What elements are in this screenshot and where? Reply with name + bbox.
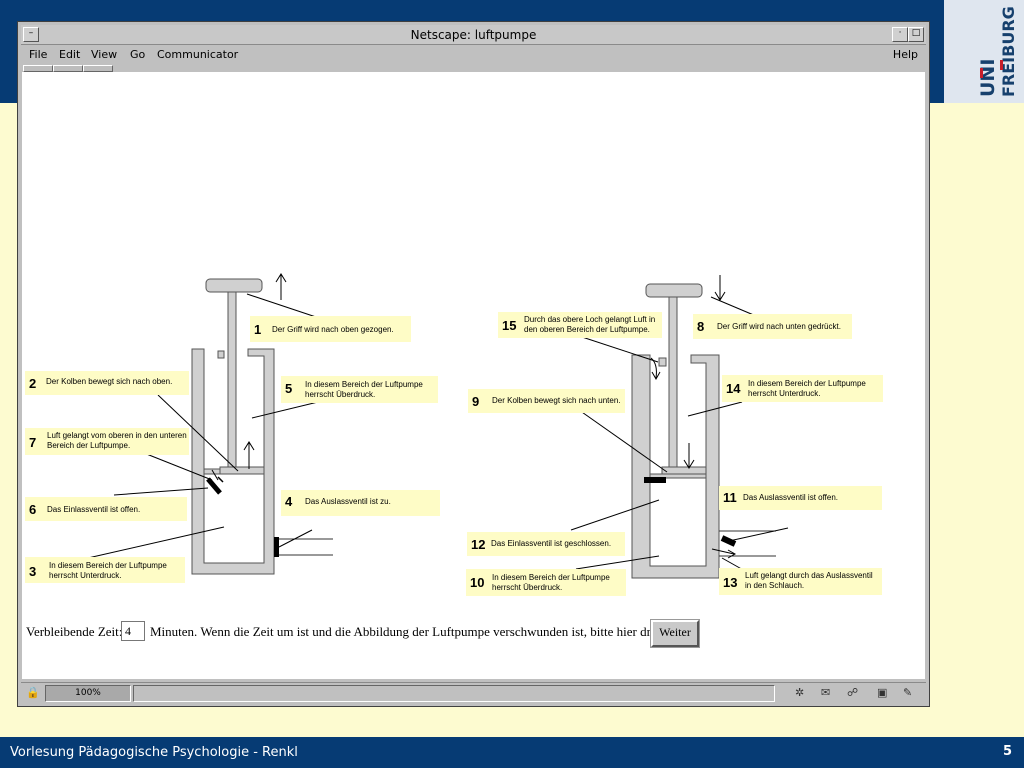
toolbar-handle[interactable]	[23, 65, 53, 72]
navigator-icon[interactable]: ✲	[795, 686, 805, 699]
logo-text-freiburg: FREIBURG	[999, 6, 1018, 97]
label-5: 5 In diesem Bereich der Luftpumpe herrsc…	[281, 376, 438, 403]
status-bar: 🔒 100% ✲ ✉ ☍ ▣ ✎	[21, 682, 926, 703]
slide-footer: Vorlesung Pädagogische Psychologie - Ren…	[0, 737, 1024, 768]
menu-go[interactable]: Go	[130, 48, 146, 61]
browser-window: – Netscape: luftpumpe · □ File Edit View…	[17, 21, 930, 707]
label-1: 1 Der Griff wird nach oben gezogen.	[250, 316, 411, 342]
label-13: 13 Luft gelangt durch das Auslassventil …	[719, 568, 882, 595]
window-titlebar[interactable]: – Netscape: luftpumpe · □	[21, 25, 926, 45]
menu-edit[interactable]: Edit	[59, 48, 81, 61]
weiter-button[interactable]: Weiter	[650, 619, 700, 648]
timer-prefix: Verbleibende Zeit:	[26, 624, 123, 639]
slide-number: 5	[1002, 744, 1012, 759]
toolbar-handles	[21, 65, 117, 72]
minimize-icon[interactable]: ·	[892, 27, 908, 42]
composer-icon[interactable]: ▣	[877, 686, 888, 699]
label-14: 14 In diesem Bereich der Luftpumpe herrs…	[722, 375, 883, 402]
label-3: 3 In diesem Bereich der Luftpumpe herrsc…	[25, 557, 185, 583]
toolbar-handle[interactable]	[53, 65, 83, 72]
label-6: 6 Das Einlassventil ist offen.	[25, 497, 187, 521]
label-2: 2 Der Kolben bewegt sich nach oben.	[25, 371, 189, 395]
discussions-icon[interactable]: ☍	[847, 686, 859, 699]
footer-course-title: Vorlesung Pädagogische Psychologie - Ren…	[10, 745, 298, 760]
remaining-time-field[interactable]	[121, 621, 145, 641]
right-pump	[570, 275, 789, 579]
window-menu-icon[interactable]: –	[23, 27, 39, 42]
left-pump	[87, 273, 333, 575]
menu-file[interactable]: File	[29, 48, 48, 61]
menu-communicator[interactable]: Communicator	[157, 48, 239, 61]
label-9: 9 Der Kolben bewegt sich nach unten.	[468, 389, 625, 413]
toolbar-handle[interactable]	[83, 65, 113, 72]
progress-indicator: 100%	[45, 685, 131, 702]
mail-icon[interactable]: ✉	[821, 686, 831, 699]
pump-diagrams	[87, 273, 789, 579]
maximize-icon[interactable]: □	[908, 27, 924, 42]
label-15: 15 Durch das obere Loch gelangt Luft in …	[498, 312, 662, 338]
label-10: 10 In diesem Bereich der Luftpumpe herrs…	[466, 569, 626, 596]
page-content: 1 Der Griff wird nach oben gezogen. 2 De…	[22, 72, 925, 679]
status-message-area	[133, 685, 775, 702]
label-11: 11 Das Auslassventil ist offen.	[719, 486, 882, 510]
edit-icon[interactable]: ✎	[903, 686, 913, 699]
label-7: 7 Luft gelangt vom oberen in den unteren…	[25, 428, 189, 455]
freiburg-logo-mark: UNI FREIBURG	[944, 0, 1024, 103]
menu-bar: File Edit View Go Communicator Help	[21, 45, 926, 64]
label-4: 4 Das Auslassventil ist zu.	[281, 490, 440, 516]
menu-view[interactable]: View	[91, 48, 118, 61]
label-12: 12 Das Einlassventil ist geschlossen.	[467, 532, 625, 556]
timer-instruction: Minuten. Wenn die Zeit um ist und die Ab…	[150, 624, 682, 639]
menu-help[interactable]: Help	[892, 48, 918, 61]
label-8: 8 Der Griff wird nach unten gedrückt.	[693, 314, 852, 339]
university-logo: UNI FREIBURG	[944, 0, 1024, 103]
security-lock-icon[interactable]: 🔒	[26, 686, 40, 699]
window-title: Netscape: luftpumpe	[410, 28, 537, 42]
